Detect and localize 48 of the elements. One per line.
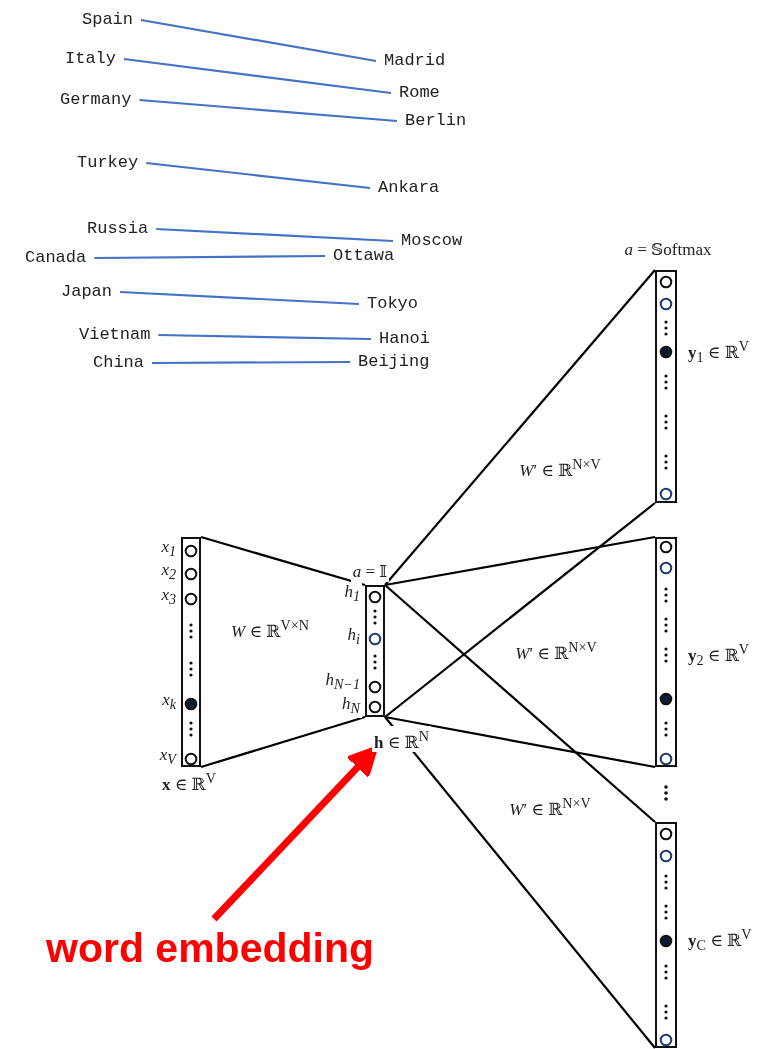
word-label: Tokyo [367, 294, 418, 313]
connector-line [146, 161, 371, 190]
word-label: Ottawa [333, 246, 395, 265]
connector-line [384, 716, 656, 1049]
connector-line [384, 715, 656, 769]
math-label: h ∈ ℝ$^{N}$ [372, 725, 431, 753]
arrow [211, 745, 379, 922]
word-label: Rome [399, 83, 440, 102]
connector-line [152, 360, 350, 365]
word-label: Japan [61, 282, 112, 301]
connector-line [384, 269, 656, 586]
weight-label: W′ ∈ ℝ$^{N×V}$ [509, 793, 591, 820]
connector-line [119, 290, 360, 306]
word-label: Turkey [77, 153, 139, 172]
weight-label: W ∈ ℝ$^{V×N}$ [231, 615, 309, 642]
math-label: a = 𝕀 [350, 562, 390, 582]
layer-column [181, 537, 201, 767]
word-label: Moscow [401, 231, 463, 250]
connector-line [156, 227, 394, 243]
connector-line [200, 535, 366, 587]
word-label: Canada [25, 248, 87, 267]
connector-line [384, 535, 656, 587]
connector-line [158, 333, 372, 341]
connector-line [384, 584, 656, 823]
connector-line [140, 18, 377, 63]
connector-line [123, 57, 392, 95]
layer-column [655, 270, 677, 503]
annotation-text: word embedding [46, 925, 374, 971]
word-label: Berlin [405, 111, 467, 130]
weight-label: W′ ∈ ℝ$^{N×V}$ [515, 637, 597, 664]
layer-column [655, 537, 677, 767]
layer-column [365, 585, 385, 717]
word-label: China [93, 353, 144, 372]
word-label: Spain [82, 10, 133, 29]
word-label: Beijing [358, 352, 430, 371]
word-label: Russia [87, 219, 149, 238]
weight-label: W′ ∈ ℝ$^{N×V}$ [519, 454, 601, 481]
connector-line [139, 98, 398, 123]
word-label: Ankara [378, 178, 440, 197]
connector-line [384, 502, 656, 718]
layer-column [655, 822, 677, 1048]
word-label: Germany [60, 90, 132, 109]
word-label: Madrid [384, 51, 446, 70]
connector-line [94, 254, 325, 260]
word-label: Hanoi [379, 329, 430, 348]
word-label: Vietnam [79, 325, 151, 344]
word-label: Italy [65, 49, 116, 68]
connector-line [200, 715, 366, 769]
